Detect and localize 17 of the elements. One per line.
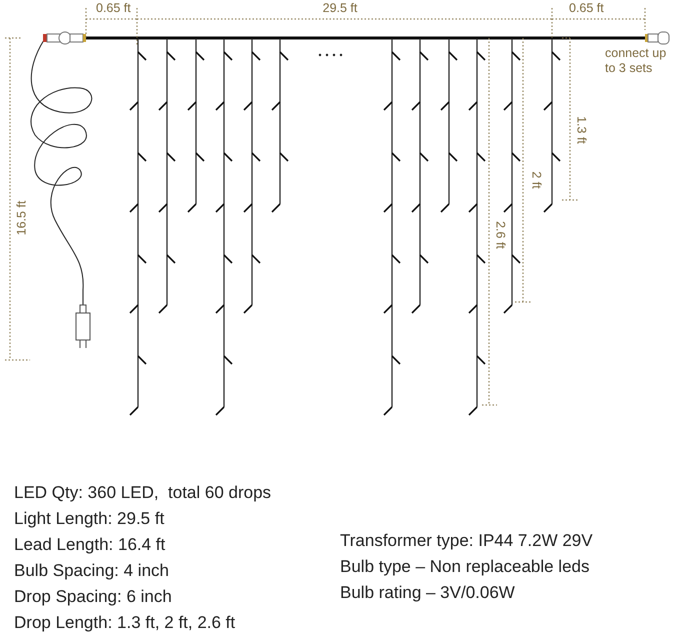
dimension-label: 16.5 ft — [14, 200, 30, 236]
dimension-label: 1.3 ft — [574, 116, 588, 144]
dimension-label: 0.65 ft — [96, 1, 131, 16]
dimension-label: 0.65 ft — [569, 1, 604, 16]
spec-text: Light Length: 29.5 ft — [14, 509, 164, 530]
note-text: connect up to 3 sets — [605, 46, 668, 76]
spec-text: Transformer type: IP44 7.2W 29V — [340, 531, 593, 552]
dimension-label: 2 ft — [528, 171, 544, 189]
dimension-label: 2.6 ft — [492, 221, 508, 249]
spec-text: Bulb rating – 3V/0.06W — [340, 583, 515, 604]
spec-text: Drop Length: 1.3 ft, 2 ft, 2.6 ft — [14, 613, 236, 634]
dimension-label: 29.5 ft — [322, 1, 358, 16]
spec-text: Drop Spacing: 6 inch — [14, 587, 172, 608]
spec-text: LED Qty: 360 LED, total 60 drops — [14, 483, 272, 504]
spec-text: Lead Length: 16.4 ft — [14, 535, 166, 556]
spec-text: Bulb type – Non replaceable leds — [340, 557, 590, 578]
spec-text: Bulb Spacing: 4 inch — [14, 561, 169, 582]
